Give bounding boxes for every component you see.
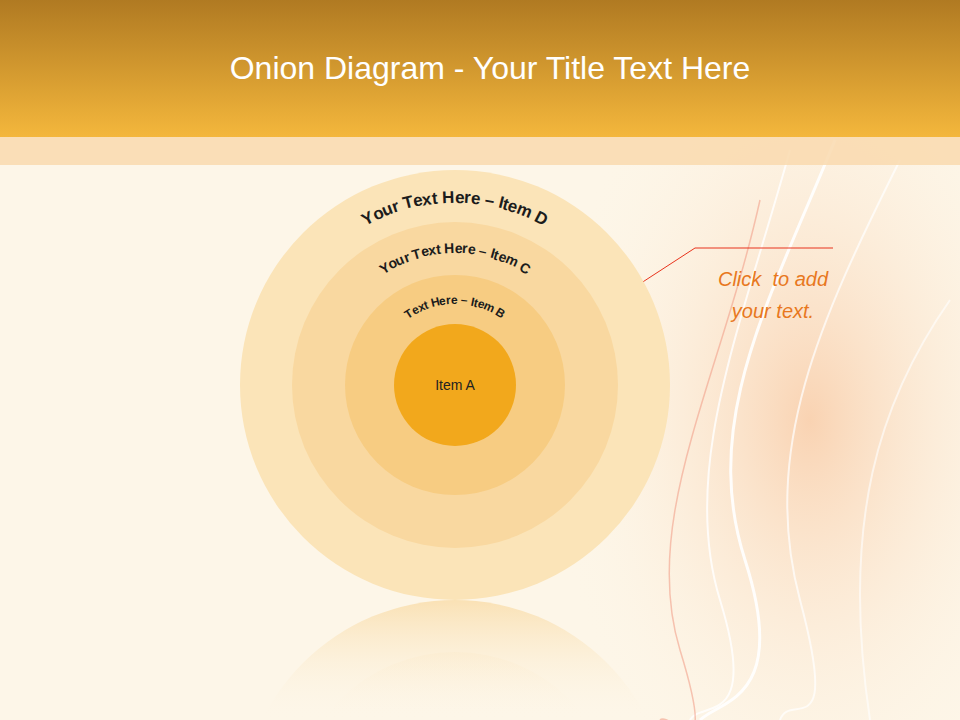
- ring-letter: e: [454, 241, 462, 255]
- header-bar: [0, 0, 960, 137]
- onion-ring: Your Text Here – Item DYour Text Here – …: [240, 170, 670, 600]
- ring-letter: r: [446, 294, 452, 306]
- ring-circle: [240, 170, 670, 600]
- onion-ring: Item A: [394, 324, 516, 446]
- ring-circle: [292, 222, 618, 548]
- swirl-lines: [660, 140, 950, 720]
- slide-title: Onion Diagram - Your Title Text Here: [230, 50, 751, 87]
- header-band: [0, 137, 960, 165]
- ring-letter: H: [442, 188, 455, 205]
- label-area: Click to add your text.: [703, 263, 843, 327]
- reflection: [240, 600, 670, 720]
- callout-note: Click to add your text.: [703, 263, 843, 327]
- ring-letter: e: [470, 189, 481, 207]
- ring-letter: e: [451, 294, 458, 306]
- ring-letter: e: [454, 188, 464, 205]
- ring-letter: e: [467, 242, 476, 257]
- onion-ring: Your Text Here – Item CText Here – Item …: [292, 222, 618, 548]
- ring-letter: H: [444, 241, 455, 255]
- ring-circle: [345, 275, 565, 495]
- ring-letter: –: [460, 294, 468, 307]
- onion-ring: Text Here – Item BItem A: [345, 275, 565, 495]
- core-label: Item A: [435, 377, 475, 393]
- header: Onion Diagram - Your Title Text Here: [0, 0, 960, 137]
- ring-circle: [394, 324, 516, 446]
